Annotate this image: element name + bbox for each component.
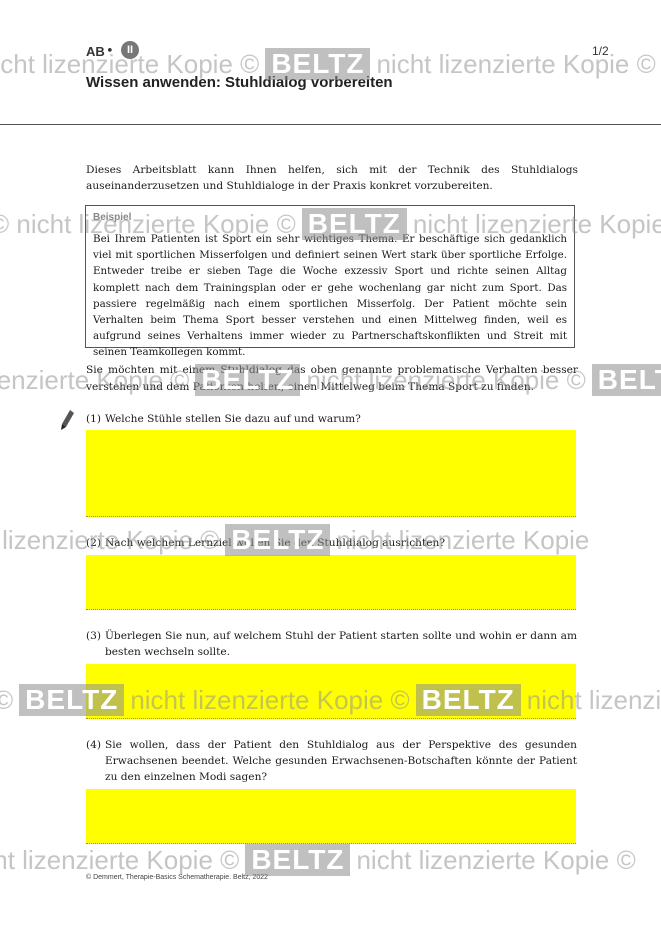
example-text: Bei Ihrem Patienten ist Sport ein sehr w… — [93, 233, 567, 359]
example-heading: Beispiel — [93, 212, 132, 223]
answer-field-1[interactable] — [86, 430, 576, 517]
header-divider — [0, 124, 661, 125]
answer-field-2[interactable] — [86, 555, 576, 610]
section-badge: II — [121, 41, 139, 59]
question-3-number: (3) — [86, 630, 102, 642]
question-4-number: (4) — [86, 739, 102, 751]
header-bullet: • — [106, 44, 114, 59]
beltz-logo: BELTZ — [245, 844, 351, 876]
worksheet-type-label: AB — [86, 44, 105, 59]
answer-field-3[interactable] — [86, 664, 576, 719]
beltz-logo: BELTZ — [591, 364, 661, 396]
question-2-number: (2) — [86, 537, 102, 549]
question-1-text: Welche Stühle stellen Sie dazu auf und w… — [105, 413, 361, 425]
example-box — [85, 205, 575, 348]
task-intro-paragraph: Sie möchten mit einem Stuhldialog das ob… — [86, 364, 578, 393]
page-number: 1/2 — [592, 44, 609, 58]
question-2-text: Nach welchem Lernziel wollen Sie den Stu… — [105, 537, 446, 549]
question-3-text: Überlegen Sie nun, auf welchem Stuhl der… — [105, 630, 577, 658]
intro-paragraph: Dieses Arbeitsblatt kann Ihnen helfen, s… — [86, 164, 578, 192]
question-4-text: Sie wollen, dass der Patient den Stuhldi… — [105, 739, 577, 783]
question-1-number: (1) — [86, 413, 102, 425]
page-title: Wissen anwenden: Stuhldialog vorbereiten — [86, 74, 393, 91]
answer-field-4[interactable] — [86, 789, 576, 844]
copyright-footer: © Demmert, Therapie-Basics Schematherapi… — [86, 874, 269, 881]
pencil-icon — [61, 410, 74, 430]
